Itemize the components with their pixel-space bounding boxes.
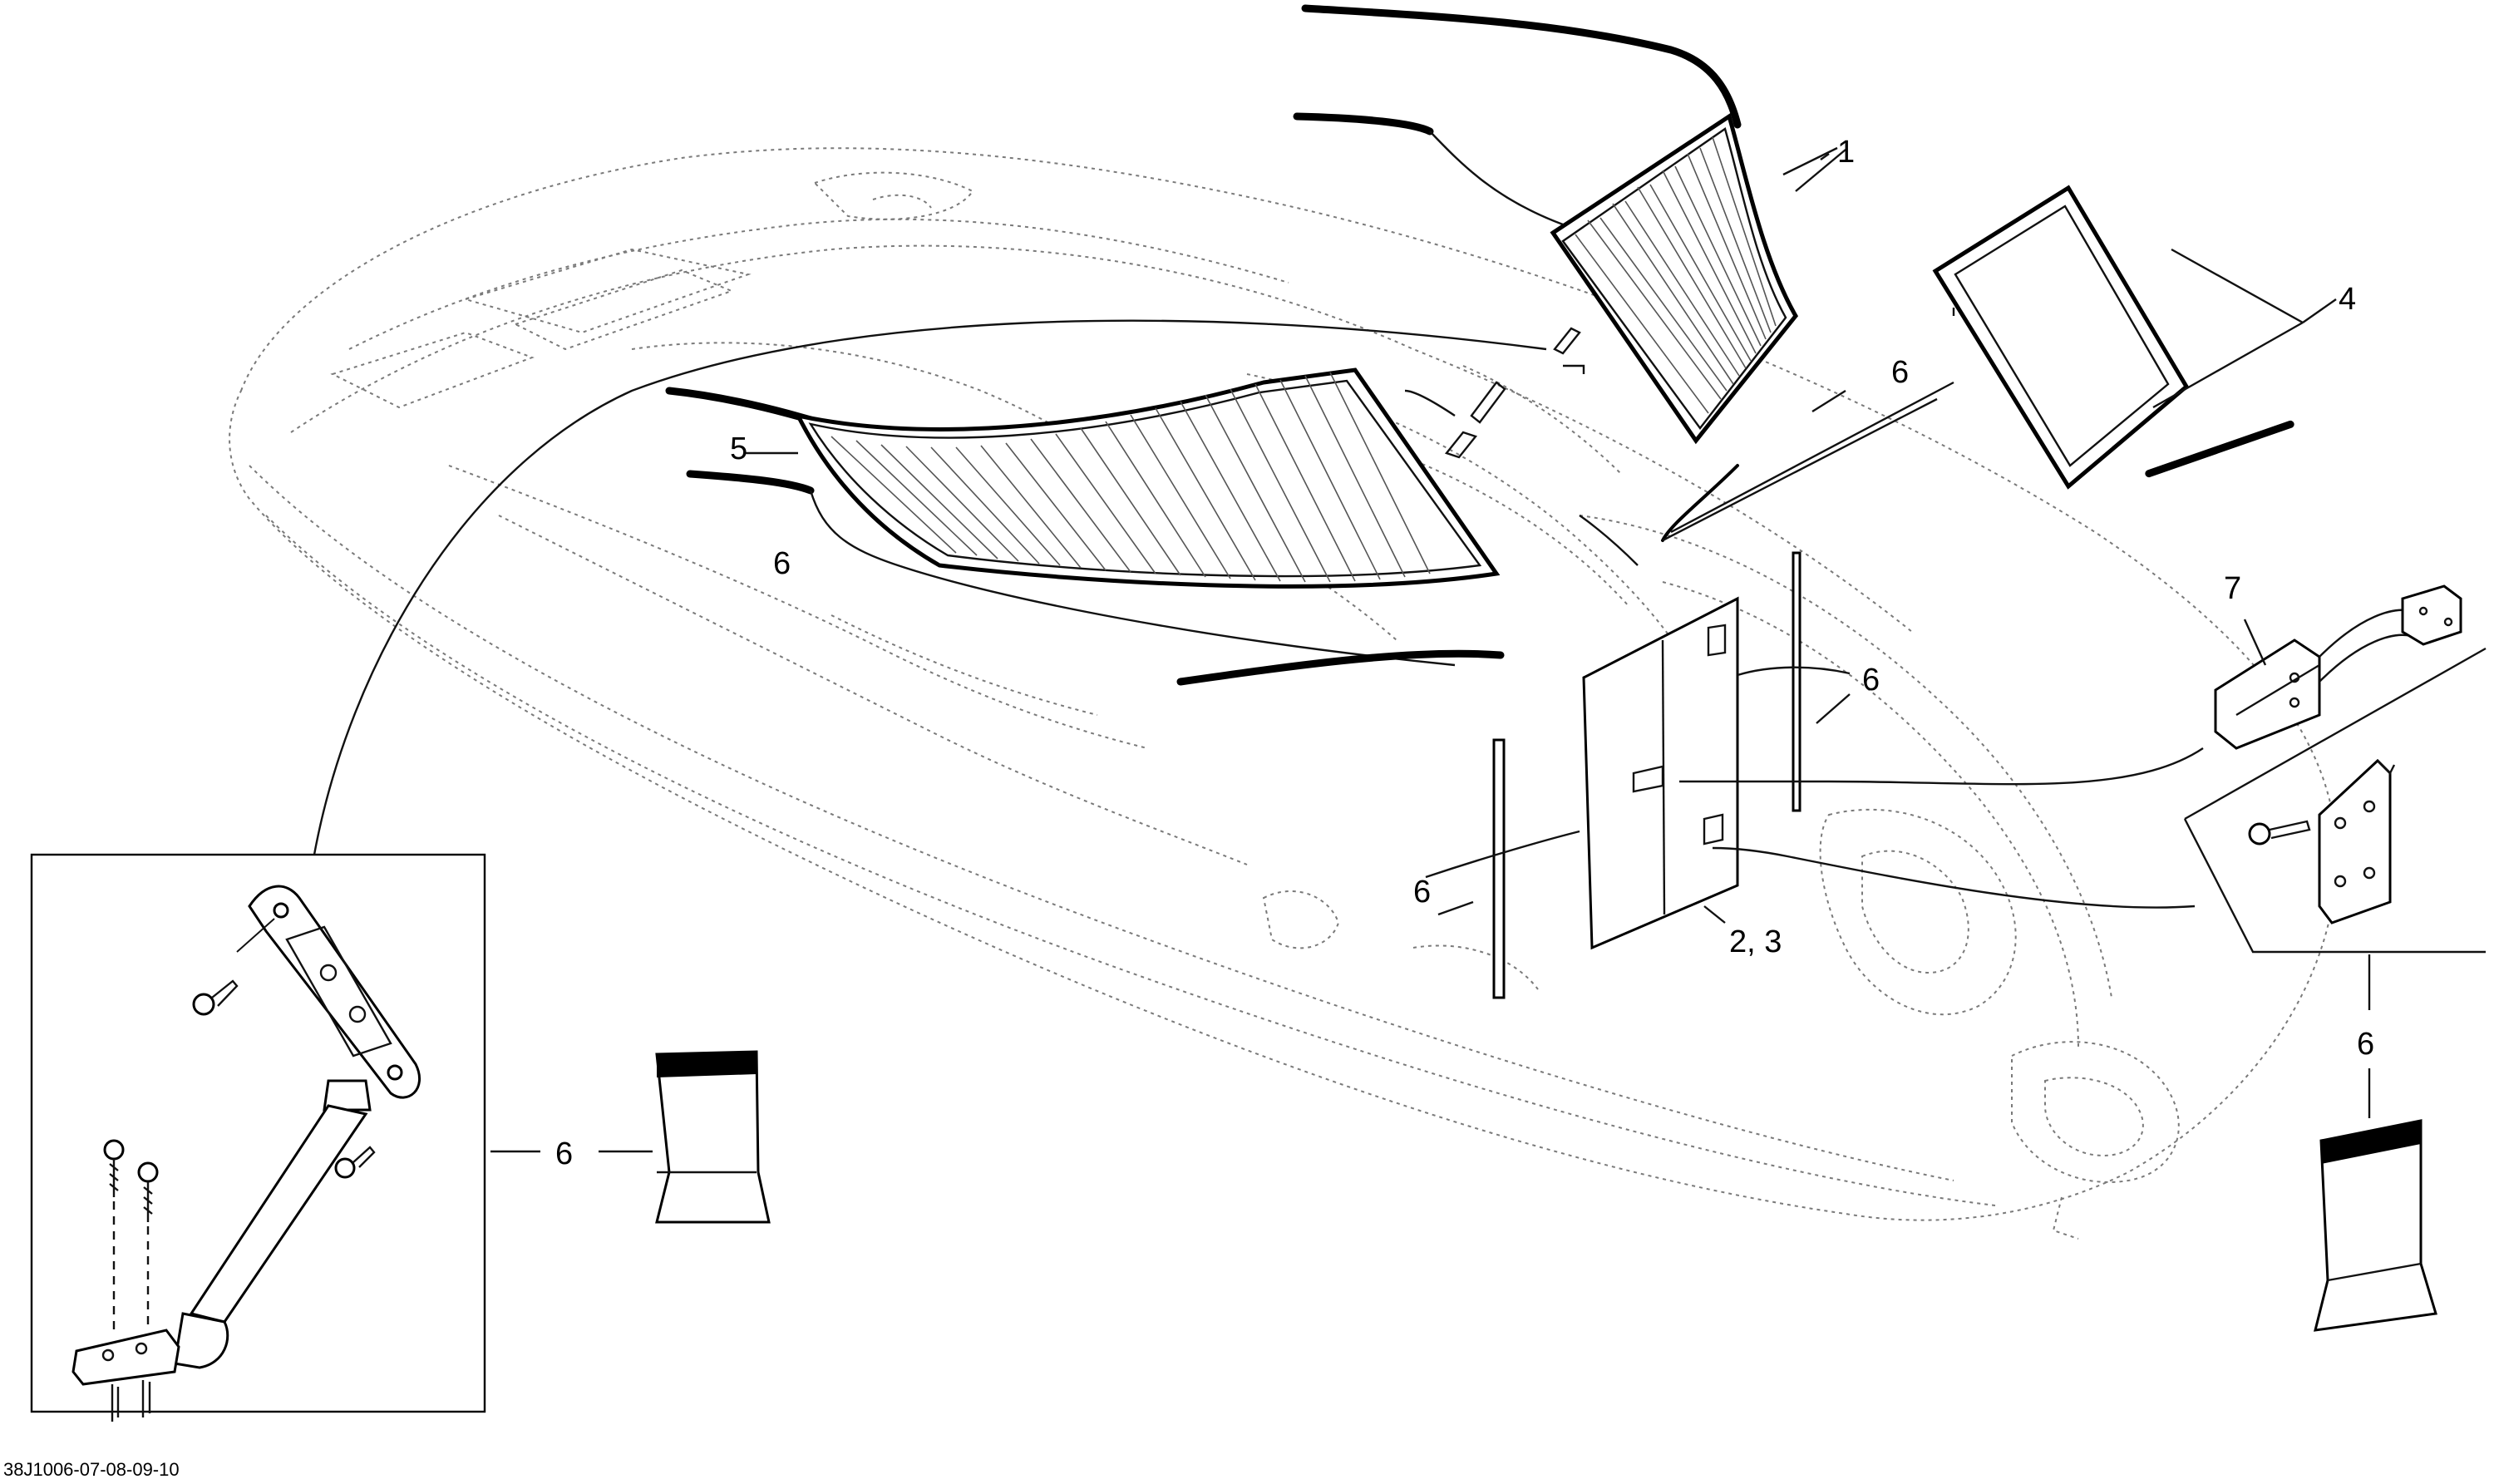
- hinge-assembly: [2248, 758, 2396, 924]
- drawing-code: 38J1006-07-08-09-10: [3, 1459, 180, 1480]
- adhesive-pack-left: [655, 1050, 771, 1224]
- hinge-box-outline: [2183, 647, 2487, 954]
- callout-5: 5: [730, 431, 747, 466]
- part-2-3-door-panel: [1582, 596, 1739, 950]
- inset-detail-box: [30, 319, 1547, 1422]
- part-7-strap-latch: [2214, 584, 2462, 750]
- callout-6-right: 6: [1862, 663, 1880, 698]
- pointer-arrows: [1404, 389, 2204, 909]
- callout-6-left: 6: [773, 546, 791, 581]
- callout-6-hinge: 6: [2357, 1027, 2374, 1062]
- callout-1: 1: [1837, 135, 1855, 170]
- part-1-rear-shield: [1293, 4, 1846, 445]
- callout-6-top: 6: [1891, 355, 1909, 390]
- callout-2-3: 2, 3: [1729, 924, 1782, 959]
- callout-6-center: 6: [1413, 875, 1431, 910]
- latch-hardware: [1444, 327, 1585, 459]
- part-5-front-shield: [665, 367, 1505, 686]
- screws: [103, 918, 376, 1422]
- callouts: 1 4 6 5 6 7 6 6 2, 3 6 6: [555, 135, 2374, 1171]
- callout-leaders: [490, 146, 2371, 1153]
- callout-4: 4: [2339, 282, 2356, 317]
- part-4-frame-panel: [1932, 185, 2337, 490]
- callout-7: 7: [2224, 571, 2241, 606]
- adhesive-pack-right: [2314, 1119, 2437, 1332]
- callout-6-inset: 6: [555, 1136, 573, 1171]
- seal-strips: [1492, 381, 1954, 999]
